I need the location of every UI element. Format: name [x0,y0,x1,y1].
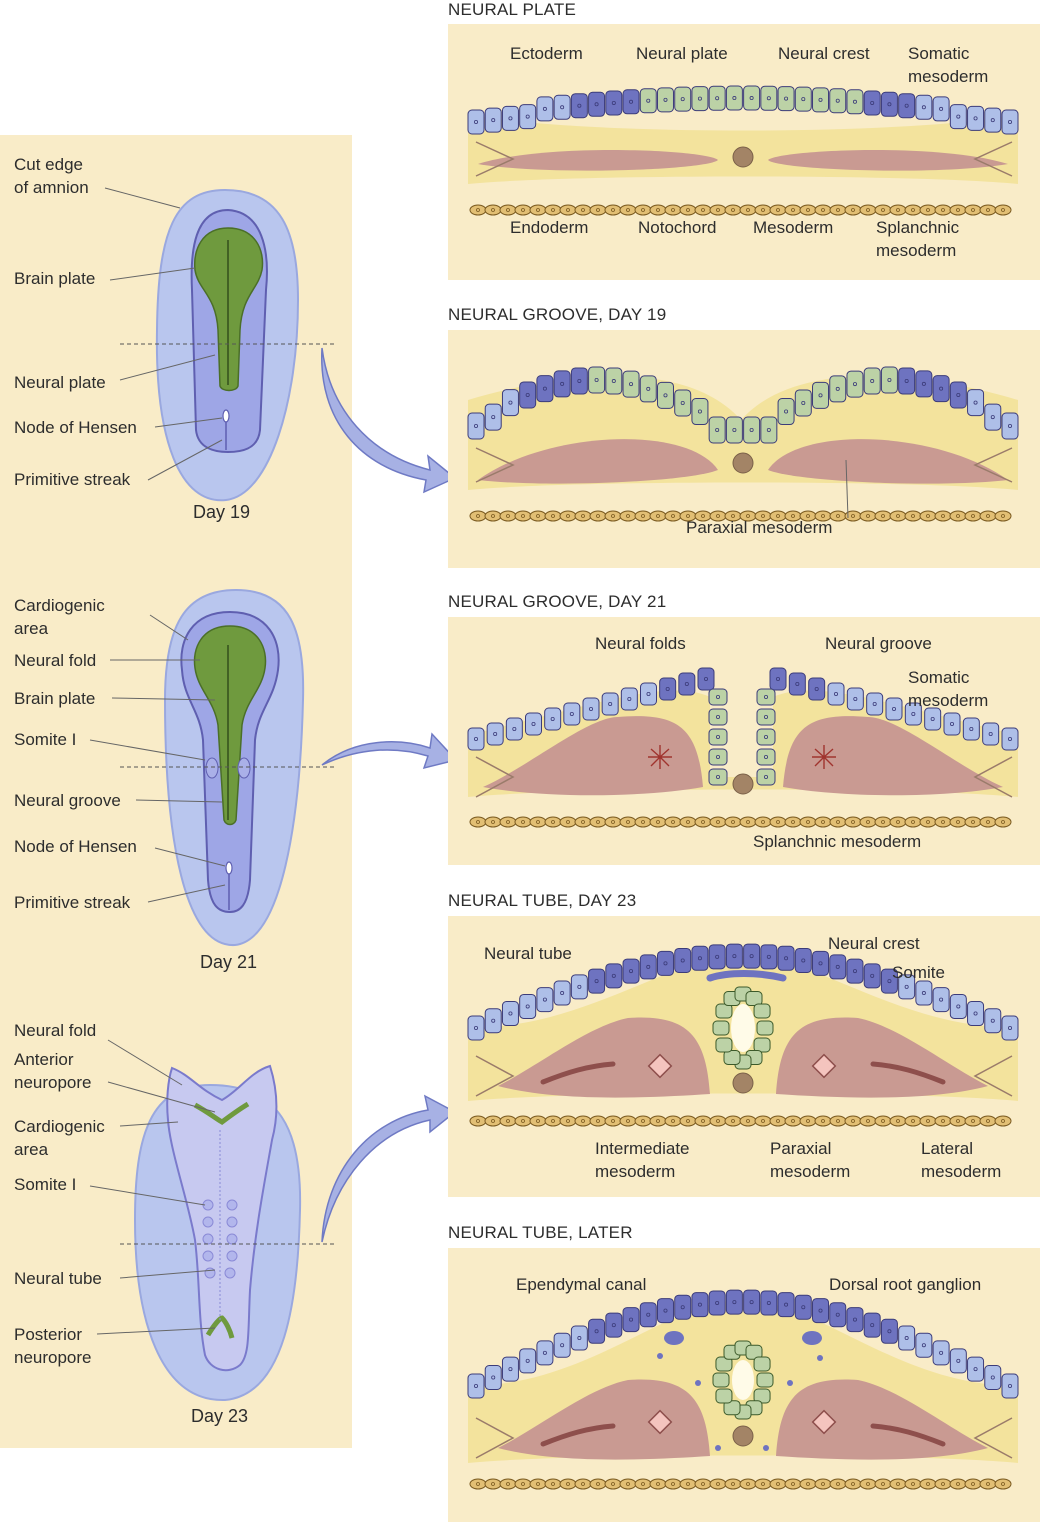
label-ectoderm: Ectoderm [510,44,583,63]
diagram-neural-tube-day23 [467,943,1019,1127]
label-neural-tube-d23: Neural tube [14,1269,102,1288]
label-lateral-mesoderm: Lateral mesoderm [921,1139,1002,1181]
arrow-to-day19-section [321,347,457,494]
label-intermediate-mesoderm: Intermediate mesoderm [595,1139,690,1181]
title-neural-plate: NEURAL PLATE [448,0,577,19]
label-neural-groove: Neural groove [825,634,932,653]
label-cardiogenic-area-d21: Cardiogenic area [14,596,105,638]
label-somite-i-d21: Somite I [14,730,77,749]
label-neural-crest: Neural crest [778,44,870,63]
label-endoderm: Endoderm [510,218,589,237]
title-neural-groove-day21: NEURAL GROOVE, DAY 21 [448,592,667,611]
label-neural-fold-d23: Neural fold [14,1021,97,1040]
label-paraxial-mesoderm-1: Paraxial mesoderm [686,518,833,537]
label-ependymal-canal: Ependymal canal [516,1275,647,1294]
label-splanchnic-mesoderm-1: Splanchnic mesoderm [876,218,960,260]
label-neural-tube: Neural tube [484,944,572,963]
label-node-of-hensen-d21: Node of Hensen [14,837,137,856]
label-brain-plate-d21: Brain plate [14,689,96,708]
label-neural-crest-2: Neural crest [828,934,920,953]
embryo-day21 [89,588,335,947]
diagram-neural-tube-later [467,1289,1019,1490]
arrow-to-day23-section [321,1094,457,1243]
diagram-neural-groove-day19 [467,366,1019,522]
diagram-neural-groove-day21 [467,667,1019,828]
caption-day21: Day 21 [200,952,258,972]
title-neural-groove-day19: NEURAL GROOVE, DAY 19 [448,305,667,324]
label-neural-folds: Neural folds [595,634,686,653]
label-somite-i-d23: Somite I [14,1175,77,1194]
arrow-to-day21-section [321,732,458,770]
diagram-neural-plate [467,85,1019,216]
label-cut-edge-of-amnion: Cut edge of amnion [14,155,89,197]
label-neural-plate: Neural plate [636,44,728,63]
label-primitive-streak-d19: Primitive streak [14,470,131,489]
label-somite: Somite [892,963,945,982]
label-somatic-mesoderm-1: Somatic mesoderm [908,44,989,86]
caption-day19: Day 19 [193,502,251,522]
label-splanchnic-mesoderm-2: Splanchnic mesoderm [753,832,922,851]
label-brain-plate-d19: Brain plate [14,269,96,288]
label-notochord: Notochord [638,218,717,237]
title-neural-tube-day23: NEURAL TUBE, DAY 23 [448,891,637,910]
label-anterior-neuropore: Anterior neuropore [14,1050,92,1092]
label-cardiogenic-area-d23: Cardiogenic area [14,1117,105,1159]
title-neural-tube-later: NEURAL TUBE, LATER [448,1223,633,1242]
label-posterior-neuropore: Posterior neuropore [14,1325,92,1367]
label-neural-fold-d21: Neural fold [14,651,97,670]
label-paraxial-mesoderm-2: Paraxial mesoderm [770,1139,851,1181]
caption-day23: Day 23 [191,1406,249,1426]
embryo-day23 [89,1039,335,1402]
label-mesoderm: Mesoderm [753,218,834,237]
embryo-day19 [104,187,335,502]
label-node-of-hensen-d19: Node of Hensen [14,418,137,437]
label-dorsal-root-ganglion: Dorsal root ganglion [829,1275,982,1294]
label-somatic-mesoderm-2: Somatic mesoderm [908,668,989,710]
label-primitive-streak-d21: Primitive streak [14,893,131,912]
label-neural-groove-d21: Neural groove [14,791,121,810]
label-neural-plate-d19: Neural plate [14,373,106,392]
